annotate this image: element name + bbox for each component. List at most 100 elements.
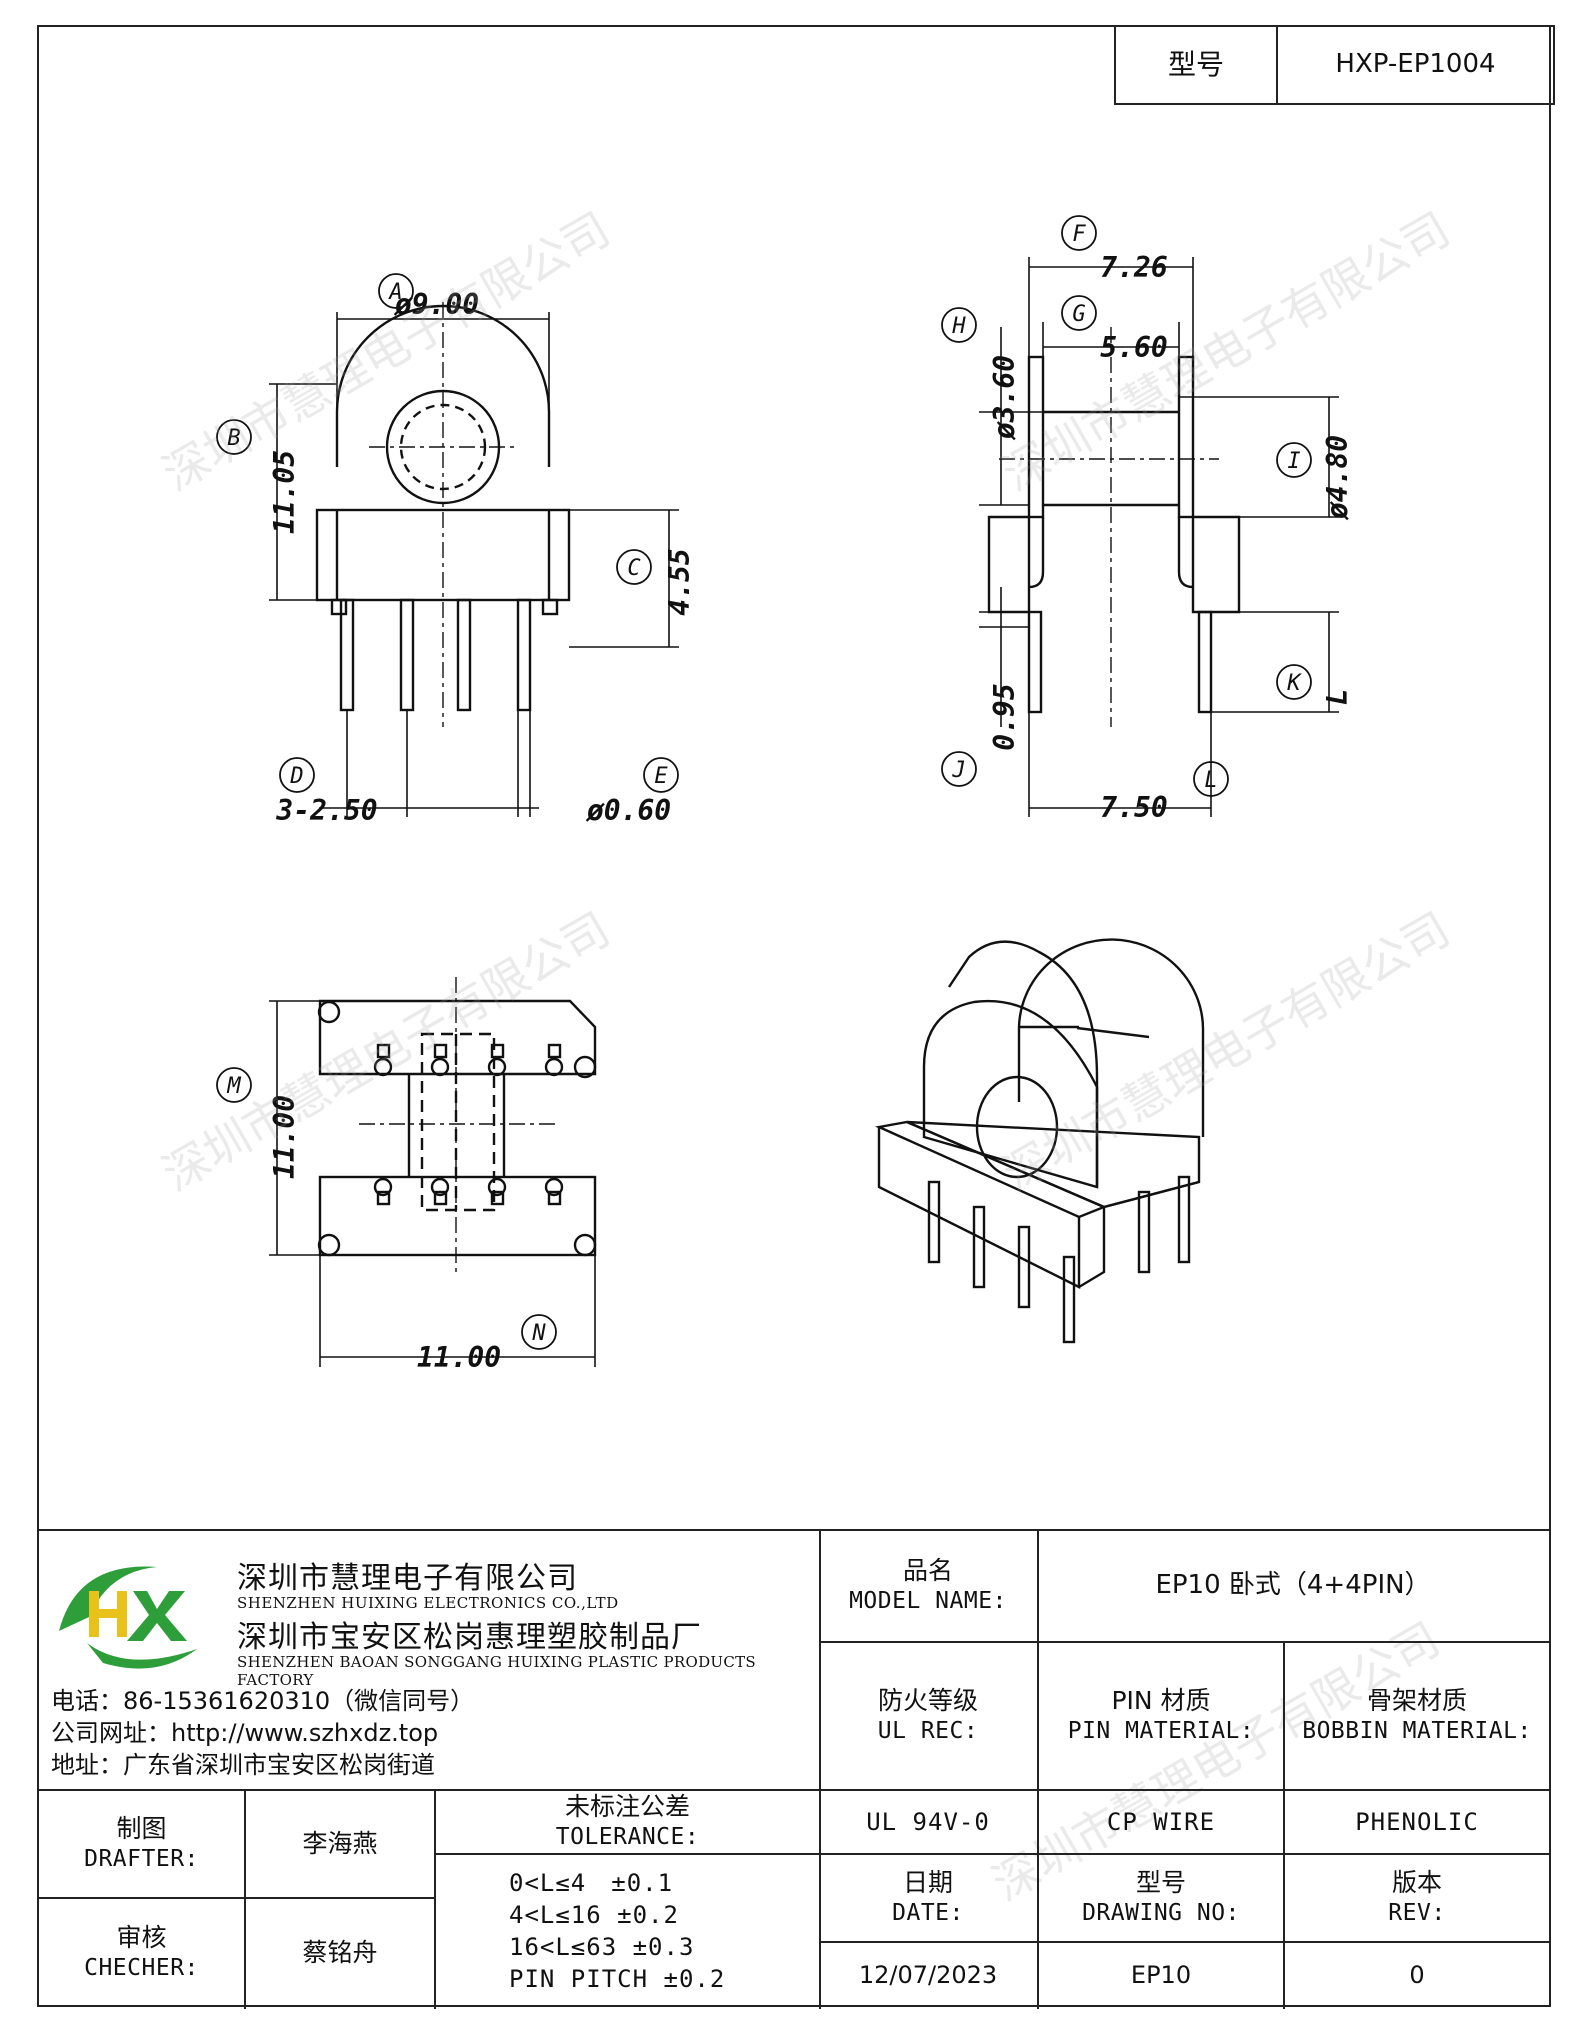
drawing-no-value-cell: EP10 [1039,1943,1283,2007]
side-view [987,355,1241,714]
label-g: G [1072,302,1085,327]
date-label-en: DATE: [892,1900,964,1927]
dim-c: 4.55 [663,548,696,615]
company-name-cn: 深圳市慧理电子有限公司 [237,1561,578,1596]
rev-value-cell: 0 [1285,1943,1549,2007]
label-c: C [627,556,641,581]
rev-value: 0 [1409,1960,1425,1989]
ul-rec-label-en: UL REC: [877,1718,979,1745]
model-name-value: EP10 卧式（4+4PIN） [1155,1570,1431,1601]
dim-a: ø9.00 [393,288,479,321]
dim-e: ø0.60 [585,794,671,827]
isometric-view [874,938,1205,1344]
dim-d: 3-2.50 [275,794,377,827]
date-value-cell: 12/07/2023 [819,1943,1037,2007]
dim-l: 7.50 [1100,791,1167,824]
drawing-no-value: EP10 [1130,1960,1192,1989]
tb-vline-model [819,1529,821,2009]
header-model-value: HXP-EP1004 [1335,49,1496,80]
factory-name-cn: 深圳市宝安区松岗惠理塑胶制品厂 [237,1620,702,1655]
tolerance-item: 0<L≤4 ±0.1 [509,1869,674,1897]
tb-vline-drafter [244,1789,246,2009]
label-i: I [1287,449,1300,474]
bobbin-material-value-cell: PHENOLIC [1285,1791,1549,1853]
tb-vline-name [434,1789,436,2009]
pin-material-label-en: PIN MATERIAL: [1067,1718,1255,1745]
label-b: B [227,426,240,451]
dim-i: ø4.80 [1321,435,1354,521]
checker-label-cn: 审核 [116,1923,167,1953]
ul-rec-value-cell: UL 94V-0 [819,1791,1037,1853]
dim-k: L [1321,689,1354,706]
checker-value-cell: 蔡铭舟 [246,1899,434,2007]
company-address: 地址：广东省深圳市宝安区松岗街道 [51,1751,435,1779]
model-name-label-en: MODEL NAME: [849,1588,1007,1615]
drafter-value-cell: 李海燕 [246,1791,434,1897]
company-name-en: SHENZHEN HUIXING ELECTRONICS CO.,LTD [237,1594,619,1612]
model-name-value-cell: EP10 卧式（4+4PIN） [1037,1531,1549,1641]
company-block: HX 深圳市慧理电子有限公司 SHENZHEN HUIXING ELECTRON… [39,1531,819,1789]
header-model-label-cell: 型号 [1114,25,1278,105]
pin-material-label-cn: PIN 材质 [1111,1686,1211,1716]
drawing-no-label-cn: 型号 [1135,1868,1186,1898]
pin-material-label-cell: PIN 材质 PIN MATERIAL: [1039,1643,1283,1789]
tb-hline-2 [39,1789,1549,1791]
checker-value: 蔡铭舟 [302,1938,378,1967]
label-h: H [951,314,966,339]
header-model-label: 型号 [1167,48,1224,82]
dim-h: ø3.60 [988,355,1021,441]
tolerance-item: 16<L≤63 ±0.3 [509,1933,695,1961]
label-a: A [387,280,402,305]
tb-hline-drafter [39,1897,434,1899]
logo-letters: HX [47,1553,49,1554]
tb-vline-col3 [1283,1641,1285,2009]
label-d: D [289,764,303,789]
tolerance-list: 0<L≤4 ±0.1 4<L≤16 ±0.2 16<L≤63 ±0.3 PIN … [509,1867,809,1995]
rev-label-cell: 版本 REV: [1285,1855,1549,1941]
bobbin-material-label-en: BOBBIN MATERIAL: [1302,1718,1532,1745]
label-m: M [226,1074,241,1099]
model-name-label-cn: 品名 [902,1556,953,1586]
tolerance-item: PIN PITCH ±0.2 [509,1965,726,1993]
dim-j: 0.95 [988,683,1021,750]
ul-rec-value: UL 94V-0 [866,1807,990,1836]
engineering-drawing: A B C D E F G H I J K L M N ø9.00 11.05 … [216,215,1354,1374]
title-block-top-border [39,1529,1549,1531]
drafter-label-cn: 制图 [116,1814,167,1844]
tb-hline-1 [819,1641,1549,1643]
dim-f: 7.26 [1100,251,1167,284]
date-label-cell: 日期 DATE: [819,1855,1037,1941]
bobbin-material-label-cell: 骨架材质 BOBBIN MATERIAL: [1285,1643,1549,1789]
tolerance-item: 4<L≤16 ±0.2 [509,1901,679,1929]
bobbin-material-value: PHENOLIC [1355,1807,1479,1836]
label-n: N [531,1321,546,1346]
tolerance-label-cell: 未标注公差 TOLERANCE: [436,1791,819,1853]
label-f: F [1072,222,1086,247]
label-l: L [1204,768,1217,793]
tb-vline-col2 [1037,1529,1039,2009]
dim-m: 11.00 [268,1095,301,1179]
tolerance-label-cn: 未标注公差 [564,1792,690,1822]
date-label-cn: 日期 [902,1868,953,1898]
tolerance-label-en: TOLERANCE: [555,1824,700,1851]
ul-rec-label-cn: 防火等级 [877,1686,978,1716]
ul-rec-label-cell: 防火等级 UL REC: [819,1643,1037,1789]
drawing-no-label-en: DRAWING NO: [1082,1900,1240,1927]
date-value: 12/07/2023 [858,1960,998,1989]
label-k: K [1286,671,1302,696]
drafter-label-en: DRAFTER: [84,1846,199,1873]
company-phone: 电话：86-15361620310（微信同号） [51,1687,475,1715]
model-name-label-cell: 品名 MODEL NAME: [819,1531,1037,1641]
pin-material-value-cell: CP WIRE [1039,1791,1283,1853]
company-logo: HX [47,1553,197,1669]
label-j: J [951,758,965,783]
bobbin-material-label-cn: 骨架材质 [1366,1686,1467,1716]
tb-hline-4 [819,1941,1549,1943]
pin-material-value: CP WIRE [1106,1807,1216,1836]
tb-hline-3 [819,1853,1549,1855]
drawing-no-label-cell: 型号 DRAWING NO: [1039,1855,1283,1941]
drafter-value: 李海燕 [302,1829,378,1858]
dim-n: 11.00 [417,1341,501,1374]
drafter-label-cell: 制图 DRAFTER: [39,1791,244,1897]
header-model-value-cell: HXP-EP1004 [1276,25,1555,105]
